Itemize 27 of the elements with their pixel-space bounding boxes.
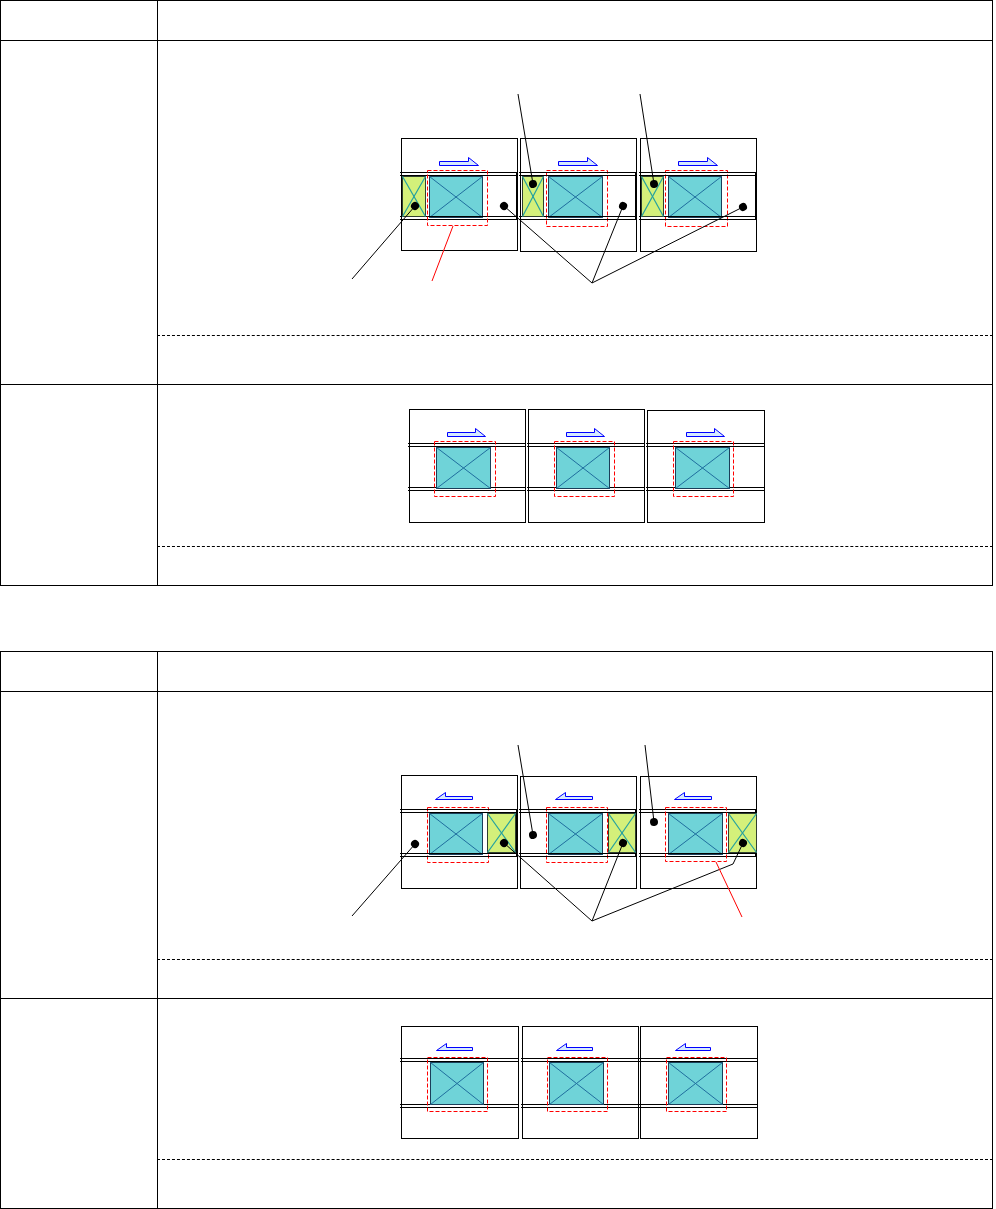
leader-line bbox=[644, 744, 658, 826]
shelf-lane bbox=[519, 809, 637, 857]
leader-line bbox=[431, 225, 454, 282]
crossed-box bbox=[402, 176, 426, 217]
leader-line bbox=[591, 839, 747, 922]
leader-line bbox=[351, 202, 419, 280]
shelf-lane bbox=[639, 809, 757, 857]
crossed-box bbox=[487, 813, 516, 853]
leader-line bbox=[591, 202, 627, 284]
crossed-box bbox=[641, 176, 664, 217]
shelf-lane bbox=[639, 172, 757, 220]
crossed-box bbox=[728, 813, 757, 853]
shelf-lane bbox=[400, 809, 518, 857]
leader-line bbox=[639, 93, 658, 188]
crossed-box bbox=[608, 813, 636, 853]
leader-line bbox=[591, 203, 747, 284]
dashed-frame bbox=[427, 170, 488, 226]
leader-line bbox=[517, 744, 537, 839]
leader-line bbox=[500, 202, 593, 284]
leader-line bbox=[715, 861, 743, 918]
leader-line bbox=[517, 93, 537, 188]
leader-line bbox=[351, 840, 419, 917]
leader-line bbox=[500, 839, 593, 922]
crossed-box bbox=[522, 176, 544, 217]
shelf-lane bbox=[519, 172, 637, 220]
leader-line bbox=[591, 839, 627, 922]
shelf-lane bbox=[400, 172, 518, 220]
